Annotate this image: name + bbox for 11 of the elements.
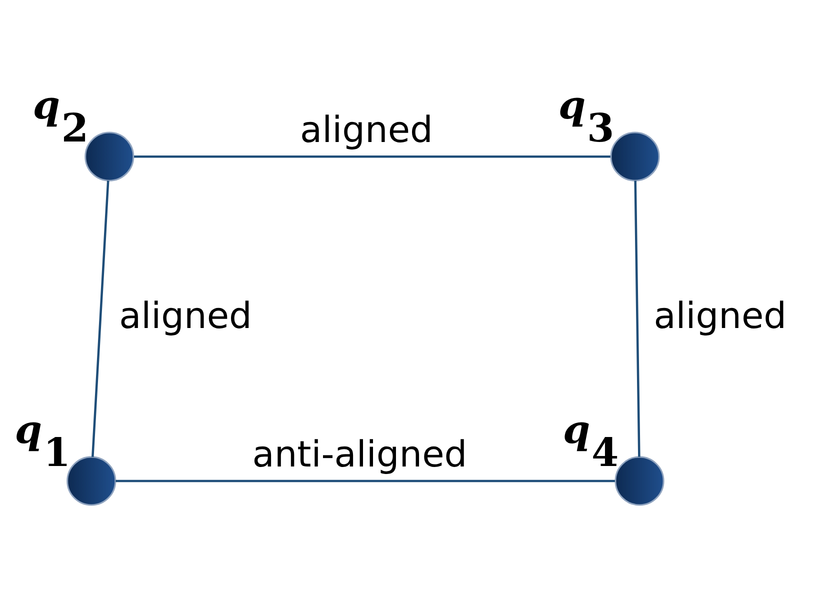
connector [92, 180, 110, 456]
node-circle [84, 131, 134, 181]
node-circle [610, 131, 660, 181]
connector [634, 180, 640, 456]
connector [116, 479, 615, 482]
edge-label: aligned [654, 296, 787, 337]
edge-label: aligned [300, 109, 433, 150]
connector [134, 154, 610, 158]
edge-label: aligned [119, 296, 252, 337]
node-circle [66, 456, 116, 506]
edge-label: anti-aligned [252, 434, 468, 475]
